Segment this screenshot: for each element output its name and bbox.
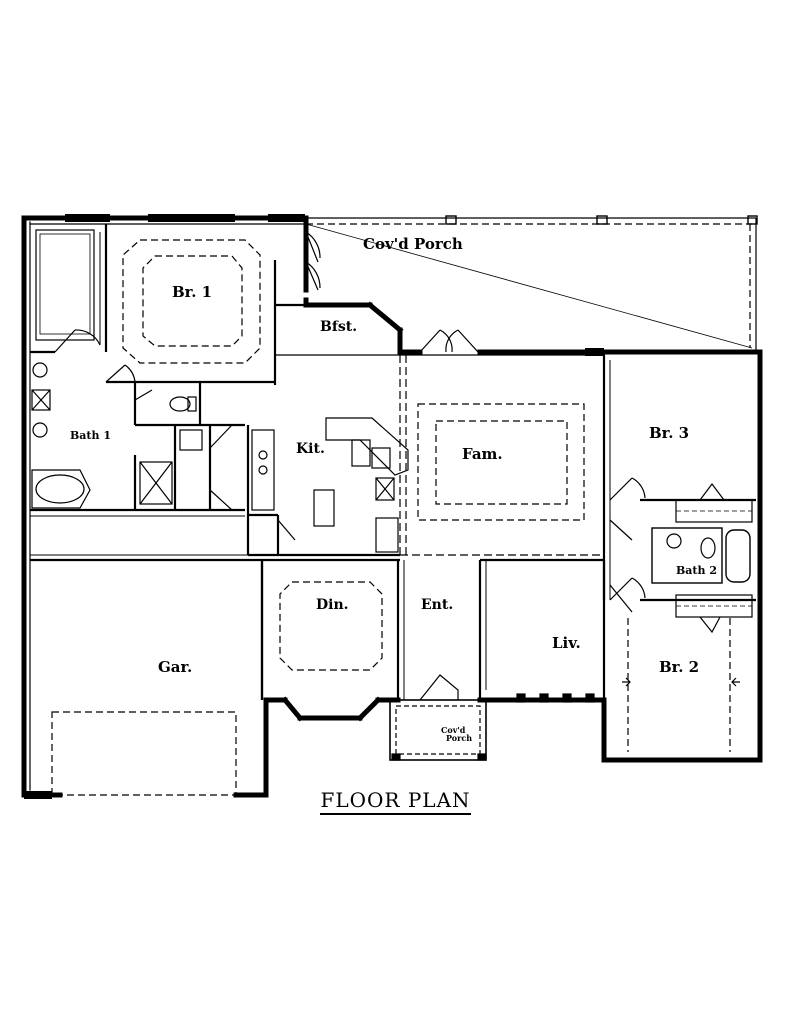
ceiling-outlines [51, 239, 731, 796]
covered-porch-outline [305, 215, 758, 352]
label-fam: Fam. [462, 445, 503, 463]
fixtures [31, 362, 716, 761]
label-bath1: Bath 1 [70, 429, 111, 442]
label-liv: Liv. [552, 634, 581, 652]
label-br3: Br. 3 [649, 424, 689, 442]
label-covd-porch: Cov'd Porch [363, 235, 463, 253]
label-ent: Ent. [421, 597, 453, 613]
label-br1: Br. 1 [172, 283, 212, 301]
label-br2: Br. 2 [659, 658, 699, 676]
window-marks [24, 214, 604, 799]
floor-plan-title: FLOOR PLAN [320, 788, 471, 815]
label-front-porch-line1: Cov'd [441, 725, 466, 735]
label-bath2: Bath 2 [676, 564, 717, 577]
door-swings [54, 231, 740, 701]
label-din: Din. [316, 597, 349, 613]
interior-walls [30, 224, 756, 700]
title-container: FLOOR PLAN [0, 788, 791, 815]
label-kit: Kit. [296, 441, 325, 457]
label-gar: Gar. [158, 658, 192, 676]
label-bfst: Bfst. [320, 319, 357, 335]
label-front-porch-line2: Porch [446, 733, 472, 743]
